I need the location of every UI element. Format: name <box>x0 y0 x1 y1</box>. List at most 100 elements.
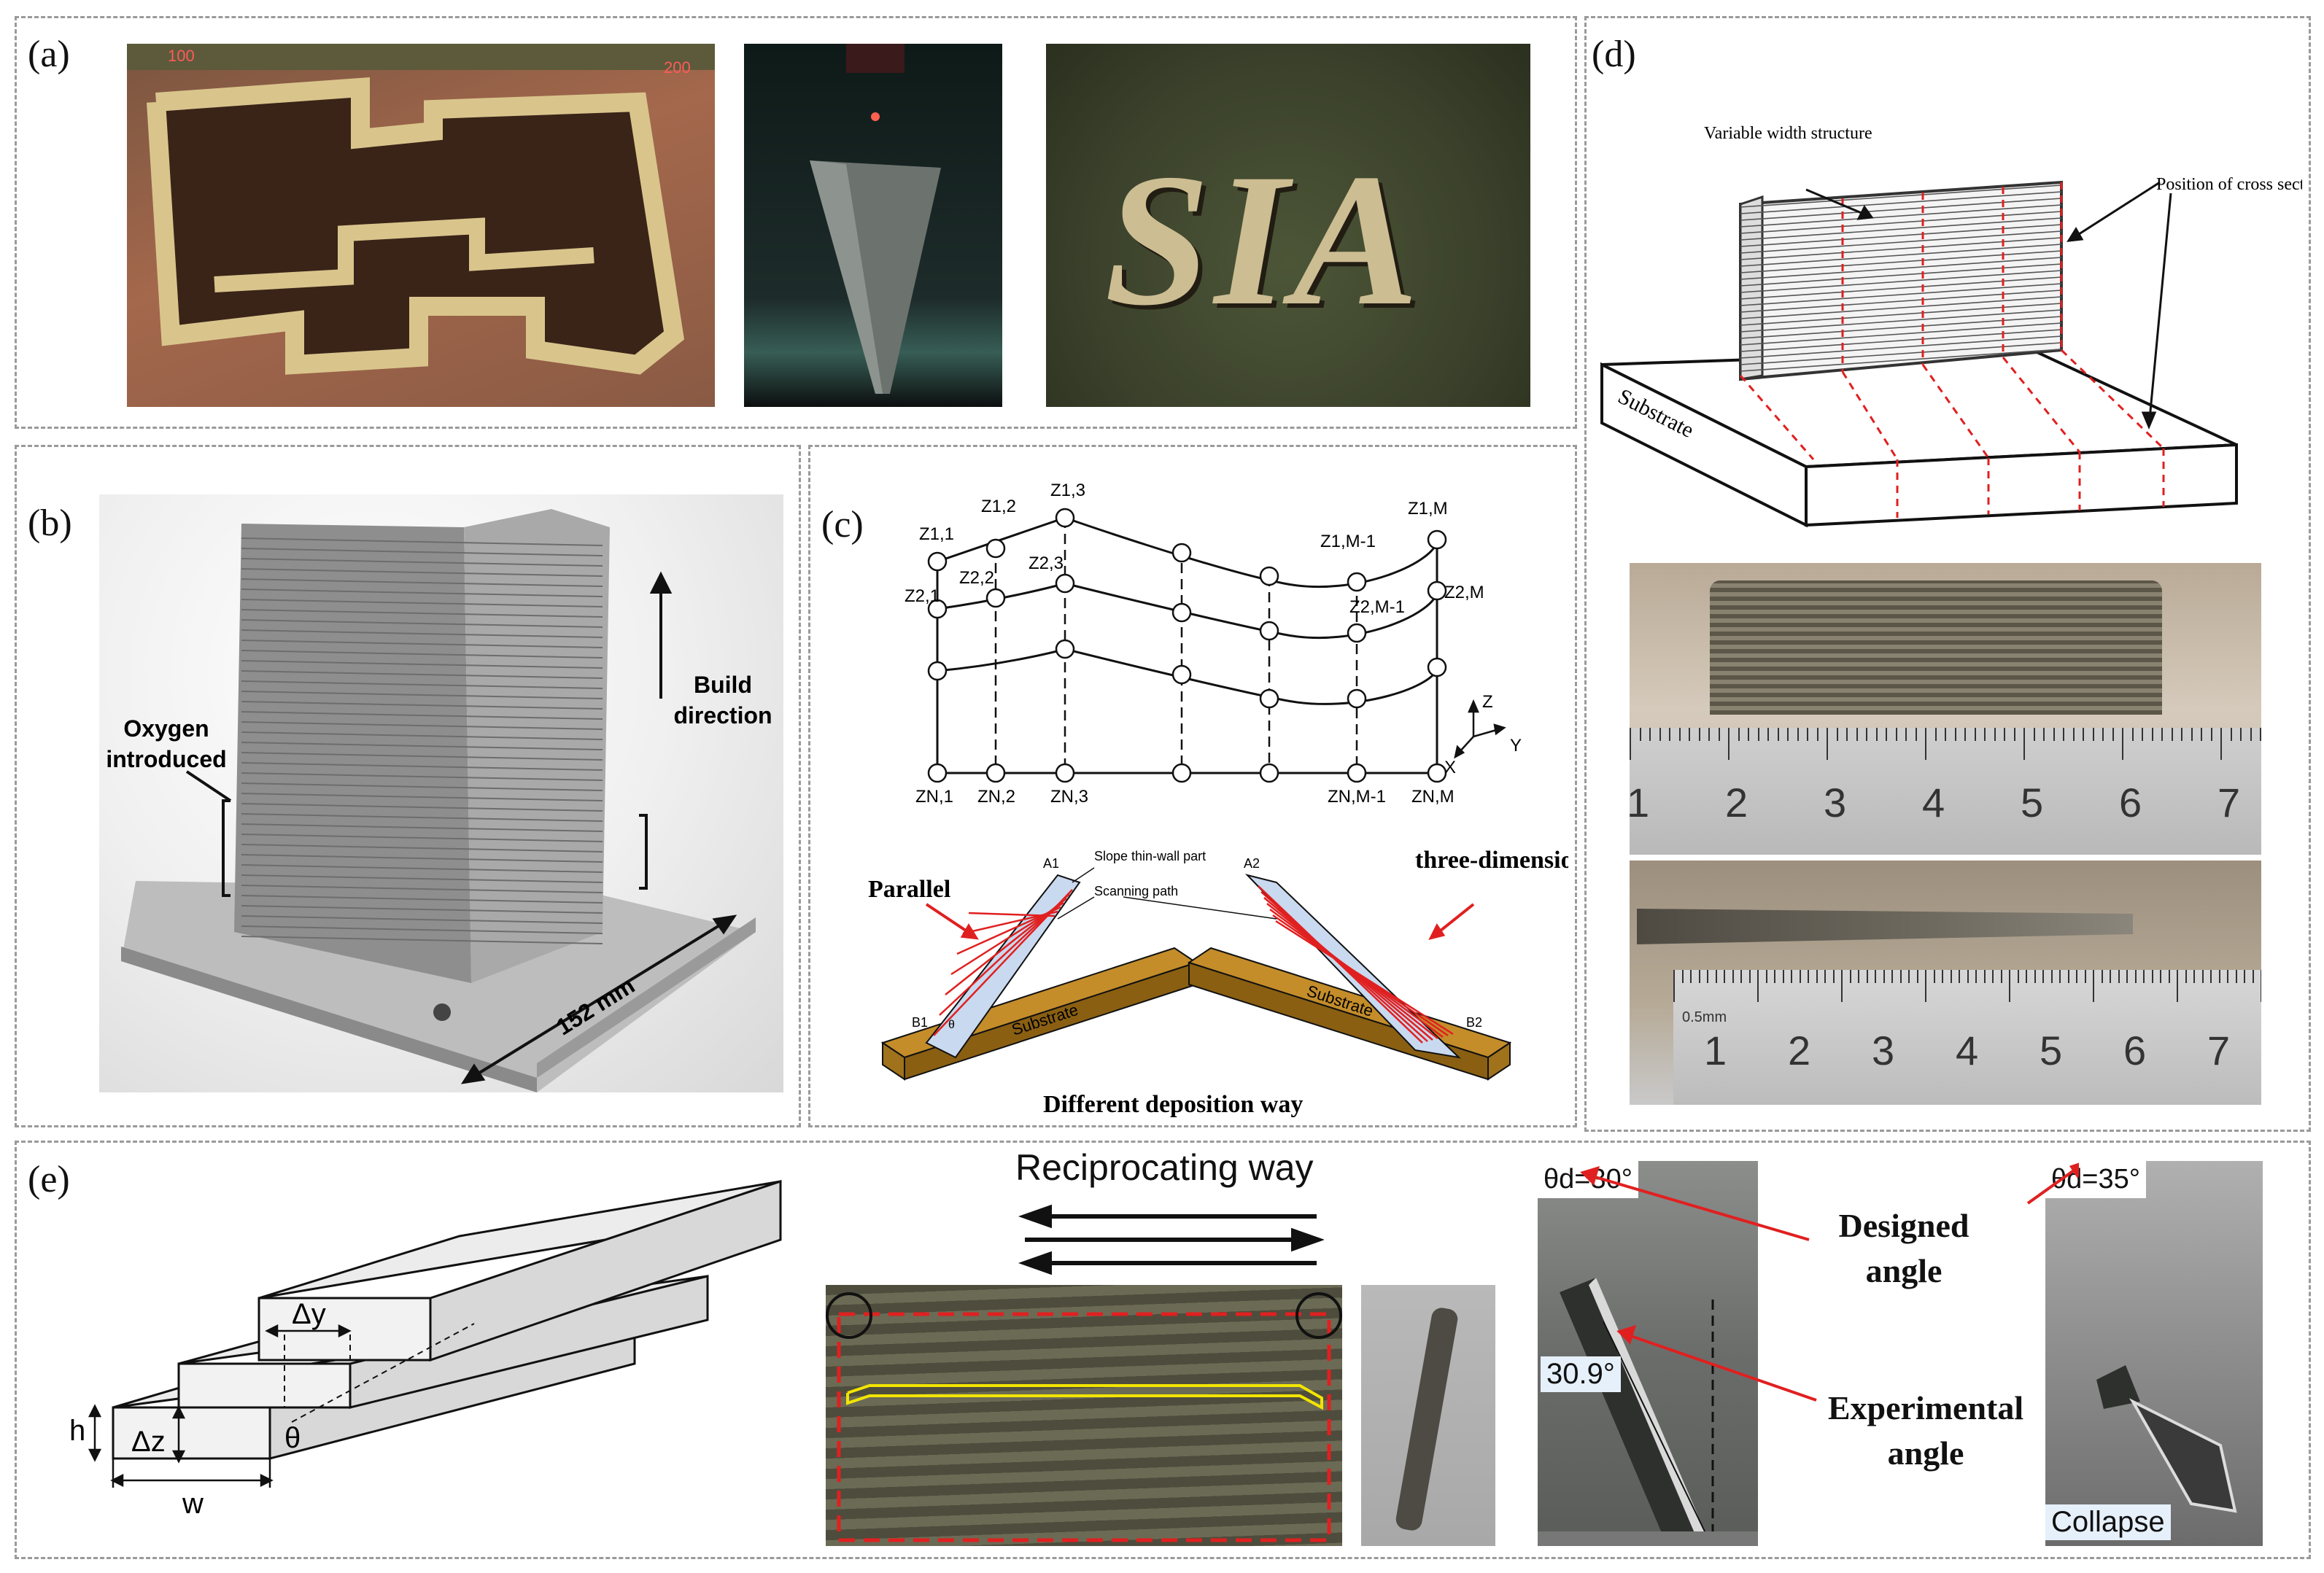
grid-node <box>1055 508 1075 528</box>
ruler-tick <box>1757 728 1759 741</box>
layer-line <box>1740 204 2062 228</box>
ruler-tick <box>2126 970 2128 983</box>
deposition-ways-diagram: Parallel three-dimensional Slope thin-wa… <box>868 847 1568 1118</box>
sia-logo-photo: SIA <box>1046 44 1530 407</box>
ruler-tick <box>1718 728 1720 741</box>
ruler-tick <box>1649 728 1651 741</box>
ruler-tick <box>1824 970 1826 983</box>
grid-node <box>1427 529 1447 550</box>
layer-line <box>241 885 603 893</box>
designed-angle-label: Designed angle <box>1838 1207 1969 1289</box>
ruler-number: 6 <box>2119 780 2142 826</box>
ruler-tick <box>1816 728 1818 741</box>
ruler-tick <box>1925 970 1926 1002</box>
grid-node <box>927 599 948 619</box>
ruler-tick <box>1994 728 1996 741</box>
scan-path-line <box>1275 920 1454 1036</box>
node-label: ZN,M-1 <box>1328 787 1386 807</box>
layer-line <box>241 680 603 689</box>
layer-line <box>1740 329 2062 352</box>
grid-node <box>1259 566 1279 586</box>
delta-z-label: Δz <box>131 1426 166 1458</box>
layer-line <box>241 558 603 567</box>
ruler-tick <box>1639 728 1641 741</box>
ruler-tick <box>2250 728 2252 741</box>
ruler-tick <box>2227 970 2228 983</box>
layer-line <box>1740 250 2062 273</box>
node-label: Z2,M <box>1444 583 1484 602</box>
ruler-tick <box>1916 970 1918 983</box>
cross-section-label: Position of cross section <box>2156 175 2302 194</box>
layer-line <box>1740 217 2062 241</box>
grid-node <box>1427 763 1447 783</box>
layer-line <box>241 915 603 924</box>
ruler-tick <box>1983 970 1986 983</box>
deposition-caption: Different deposition way <box>1043 1091 1303 1118</box>
node-label: ZN,3 <box>1050 787 1088 807</box>
grid-node <box>1427 657 1447 677</box>
ruler-tick <box>1807 728 1808 741</box>
layer-line <box>241 752 603 761</box>
axis-z: Z <box>1482 692 1493 712</box>
grid-node <box>1171 664 1192 685</box>
panel-b-label: (b) <box>28 502 72 544</box>
panel-d-label: (d) <box>1592 34 1636 75</box>
ruler-tick <box>2053 728 2055 741</box>
ruler-tick <box>2093 970 2094 1002</box>
axis-x: X <box>1444 758 1456 777</box>
reciprocating-arrows <box>1018 1204 1324 1275</box>
layer-line <box>241 650 603 659</box>
designed-30-photo: θd=30° 30.9° <box>1538 1161 1758 1546</box>
ruler-tick <box>2067 970 2069 983</box>
grid-node <box>1171 763 1192 783</box>
ruler-tick <box>1777 728 1779 741</box>
measured-angle-badge: 30.9° <box>1541 1356 1621 1392</box>
layer-line <box>241 854 603 863</box>
layer-line <box>241 742 603 750</box>
sia-logo-text: SIA <box>1104 135 1424 345</box>
ruler-tick <box>2131 728 2134 741</box>
ruler-tick <box>1748 728 1749 741</box>
ruler-tick <box>1827 728 1828 760</box>
grid-node <box>927 763 948 783</box>
grid-node <box>985 538 1006 559</box>
layer-line <box>241 905 603 914</box>
ruler-tick <box>2161 728 2163 741</box>
layer-line <box>241 874 603 883</box>
ruler-tick <box>1875 728 1878 741</box>
ruler-tick <box>1673 970 1675 1002</box>
ruler-number: 5 <box>2021 780 2044 826</box>
ruler-number: 4 <box>1922 780 1945 826</box>
variable-width-label: Variable width structure <box>1704 124 1872 143</box>
ruler-tick <box>1787 728 1789 741</box>
a1-label: A1 <box>1043 856 1059 871</box>
ruler-tick <box>1925 728 1926 760</box>
thin-wall-photo: Build direction Oxygen introduced 152 mm <box>99 494 783 1092</box>
h-label: h <box>69 1415 85 1447</box>
taper-sample <box>1637 909 2133 944</box>
layer-line <box>241 793 603 801</box>
ruler-tick <box>1808 970 1809 983</box>
ruler-tick <box>2260 728 2261 741</box>
ruler-tick <box>2185 970 2187 983</box>
ruler-start-mark: 100 <box>168 47 195 65</box>
ruler-number: 3 <box>1824 780 1847 826</box>
scan-path-line <box>1260 891 1428 1042</box>
ruler-number: 5 <box>2040 1028 2063 1073</box>
layer-line <box>241 925 603 934</box>
layer-line <box>241 691 603 699</box>
ruler-tick <box>1799 970 1801 983</box>
ruler-tick <box>1724 970 1725 983</box>
grid-node <box>1171 543 1192 563</box>
layer-line <box>1740 309 2062 333</box>
reciprocating-wall-photo <box>826 1285 1342 1546</box>
layer-line <box>241 721 603 730</box>
layer-line <box>241 629 603 638</box>
three-dimensional-label: three-dimensional <box>1415 847 1568 874</box>
layer-line <box>241 834 603 842</box>
node-label: Z1,M <box>1408 499 1448 518</box>
ruler-tick <box>2118 970 2120 983</box>
layer-line <box>241 731 603 740</box>
